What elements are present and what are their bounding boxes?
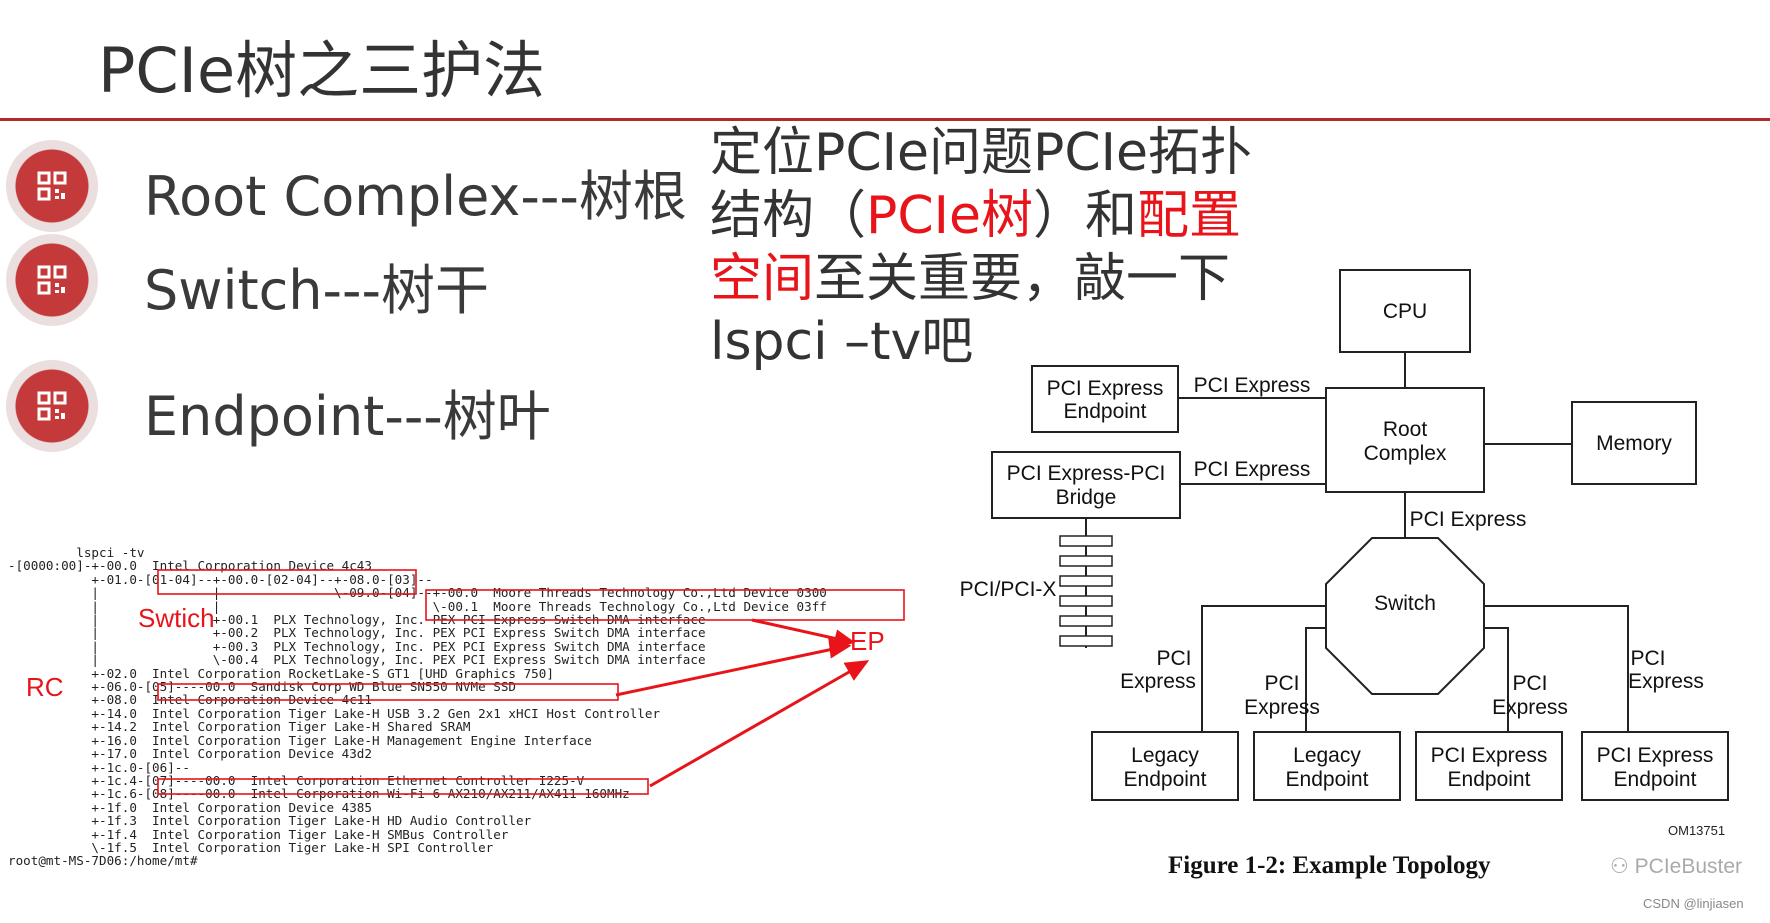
pcie-pci-bridge-box bbox=[991, 451, 1181, 519]
terminal-line: +-14.0 Intel Corporation Tiger Lake-H US… bbox=[91, 705, 661, 721]
terminal-line: | \-00.4 PLX Technology, Inc. PEX PCI Ex… bbox=[91, 652, 706, 668]
csdn-credit: CSDN @linjiasen bbox=[1643, 896, 1744, 911]
terminal-line: +-16.0 Intel Corporation Tiger Lake-H Ma… bbox=[91, 732, 592, 748]
slide-title: PCIe树之三护法 bbox=[98, 34, 546, 107]
leaf4-label-2: Endpoint bbox=[1614, 768, 1697, 791]
qr-icon bbox=[6, 140, 98, 232]
callout-part-1: 定位PCIe问题PCIe拓扑结构（ bbox=[710, 123, 1252, 246]
terminal-line: +-1f.0 Intel Corporation Device 4385 bbox=[91, 799, 372, 815]
watermark-text: PCIeBuster bbox=[1634, 855, 1743, 878]
qr-icon bbox=[6, 234, 98, 326]
figure-id: OM13751 bbox=[1668, 823, 1726, 838]
terminal-line: lspci -tv bbox=[76, 545, 145, 560]
callout-part-3: 至关重要，敲一下lspci –tv吧 bbox=[710, 249, 1231, 372]
arrow-gpu-to-ep bbox=[751, 618, 843, 642]
leaf1-label-2: Endpoint bbox=[1124, 768, 1207, 791]
callout-text: 定位PCIe问题PCIe拓扑结构（PCIe树）和配置空间至关重要，敲一下lspc… bbox=[710, 122, 1270, 374]
lspci-terminal-output: lspci -tv -[0000:00]-+-00.0 Intel Corpor… bbox=[8, 546, 928, 868]
pci-bus-ladder bbox=[1059, 535, 1113, 647]
terminal-line: | +-00.2 PLX Technology, Inc. PEX PCI Ex… bbox=[91, 625, 706, 641]
link-label-leaf1-a: PCI bbox=[1156, 647, 1191, 670]
link-label-leaf3-a: PCI bbox=[1512, 672, 1547, 695]
bridge-label-2: Bridge bbox=[1056, 486, 1117, 509]
leaf4-label-1: PCI Express bbox=[1597, 744, 1714, 767]
annotation-rc: RC bbox=[26, 672, 64, 702]
terminal-line: +-14.2 Intel Corporation Tiger Lake-H Sh… bbox=[91, 719, 471, 735]
terminal-line: +-1c.0-[06]-- bbox=[91, 759, 190, 775]
watermark: ⚇ PCIeBuster bbox=[1610, 854, 1742, 879]
link-label-leaf4-a: PCI bbox=[1630, 647, 1665, 670]
bullet-root-complex: Root Complex---树根 bbox=[0, 140, 700, 240]
leaf-box-2 bbox=[1253, 731, 1401, 801]
ep-highlight-box-nic bbox=[157, 778, 649, 795]
pcie-endpoint-box bbox=[1031, 365, 1179, 433]
switch-label: Switch bbox=[1374, 592, 1436, 615]
arrowhead-icon bbox=[843, 660, 870, 681]
title-divider bbox=[0, 118, 1770, 121]
annotation-switch: Swtich bbox=[138, 603, 215, 633]
bullet-label: Root Complex---树根 bbox=[144, 165, 687, 228]
bullet-endpoint: Endpoint---树叶 bbox=[0, 360, 700, 460]
callout-highlight-pcie-tree: PCIe树 bbox=[866, 186, 1034, 246]
pcie-endpoint-label-2: Endpoint bbox=[1064, 400, 1147, 423]
callout-part-2: ）和 bbox=[1033, 186, 1138, 246]
bridge-label-1: PCI Express-PCI bbox=[1007, 462, 1166, 485]
wechat-icon: ⚇ bbox=[1610, 855, 1635, 878]
switch-highlight-box bbox=[157, 569, 417, 595]
terminal-line: | +-00.3 PLX Technology, Inc. PEX PCI Ex… bbox=[91, 638, 706, 654]
bullet-label: Switch---树干 bbox=[144, 259, 489, 322]
ep-highlight-box-ssd bbox=[157, 683, 619, 701]
terminal-line: root@mt-MS-7D06:/home/mt# bbox=[8, 853, 198, 869]
bullet-label: Endpoint---树叶 bbox=[144, 385, 551, 448]
arrowhead-icon bbox=[828, 637, 852, 659]
leaf2-label-2: Endpoint bbox=[1286, 768, 1369, 791]
link-label-leaf1-b: Express bbox=[1120, 670, 1196, 693]
ep-highlight-box-gpu bbox=[425, 589, 905, 621]
link-label-rc-switch: PCI Express bbox=[1410, 508, 1527, 531]
leaf2-label-1: Legacy bbox=[1293, 744, 1361, 767]
memory-label: Memory bbox=[1596, 432, 1672, 455]
figure-caption: Figure 1-2: Example Topology bbox=[1168, 852, 1491, 879]
root-complex-label-2: Complex bbox=[1364, 442, 1447, 465]
arrow-ssd-to-ep bbox=[615, 646, 839, 697]
link-label-leaf2-a: PCI bbox=[1264, 672, 1299, 695]
terminal-line: +-02.0 Intel Corporation RocketLake-S GT… bbox=[91, 665, 554, 681]
link-label-leaf2-b: Express bbox=[1244, 696, 1320, 719]
cpu-label: CPU bbox=[1383, 300, 1427, 323]
link-label-rc-endpoint: PCI Express bbox=[1194, 374, 1311, 397]
leaf1-label-1: Legacy bbox=[1131, 744, 1199, 767]
terminal-line: +-17.0 Intel Corporation Device 43d2 bbox=[91, 746, 372, 762]
terminal-line: +-1c.4-[07]----00.0 Intel Corporation Et… bbox=[91, 772, 585, 788]
switch-octagon bbox=[1325, 537, 1485, 695]
leaf-box-1 bbox=[1091, 731, 1239, 801]
cpu-box bbox=[1339, 269, 1471, 353]
leaf3-label-2: Endpoint bbox=[1448, 768, 1531, 791]
leaf3-label-1: PCI Express bbox=[1431, 744, 1548, 767]
terminal-line: +-1f.3 Intel Corporation Tiger Lake-H HD… bbox=[91, 813, 532, 829]
annotation-ep: EP bbox=[850, 626, 885, 656]
pcie-endpoint-label-1: PCI Express bbox=[1047, 377, 1164, 400]
root-complex-label-1: Root bbox=[1383, 418, 1428, 441]
callout-highlight-config-space: 配置空间 bbox=[710, 186, 1242, 309]
leaf-box-4 bbox=[1581, 731, 1729, 801]
terminal-line: +-1f.4 Intel Corporation Tiger Lake-H SM… bbox=[91, 826, 509, 842]
arrow-nic-to-ep bbox=[649, 666, 857, 788]
terminal-line: +-01.0-[01-04]--+-00.0-[02-04]--+-08.0-[… bbox=[91, 571, 433, 587]
pci-bus-label: PCI/PCI-X bbox=[960, 578, 1057, 601]
link-label-rc-bridge: PCI Express bbox=[1194, 458, 1311, 481]
qr-icon bbox=[6, 360, 98, 452]
link-label-leaf4-b: Express bbox=[1628, 670, 1704, 693]
leaf-box-3 bbox=[1415, 731, 1563, 801]
terminal-text: lspci -tv -[0000:00]-+-00.0 Intel Corpor… bbox=[8, 546, 928, 868]
bullet-switch: Switch---树干 bbox=[0, 234, 700, 334]
terminal-line: | | \-00.1 Moore Threads Technology Co.,… bbox=[91, 598, 827, 614]
link-label-leaf3-b: Express bbox=[1492, 696, 1568, 719]
terminal-line: \-1f.5 Intel Corporation Tiger Lake-H SP… bbox=[91, 839, 494, 855]
